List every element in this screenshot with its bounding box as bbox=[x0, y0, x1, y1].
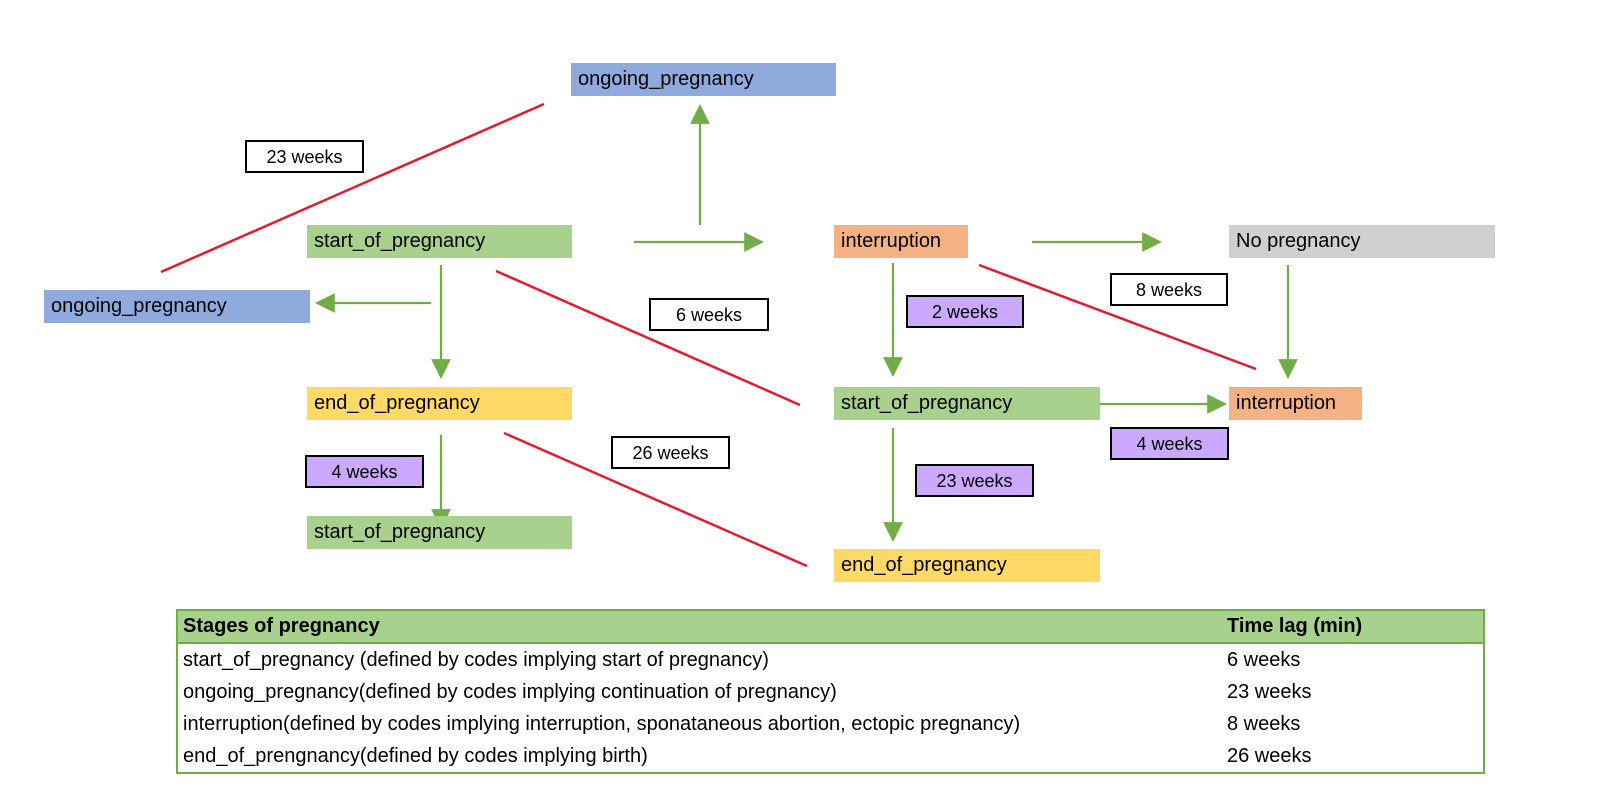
table-cell-lag: 6 weeks bbox=[1227, 649, 1301, 671]
lag-box-6-weeks: 6 weeks bbox=[649, 298, 769, 331]
table-row: start_of_pregnancy (defined by codes imp… bbox=[178, 644, 1483, 676]
table-cell-stage: start_of_pregnancy (defined by codes imp… bbox=[183, 649, 769, 671]
node-end-of-pregnancy-left: end_of_pregnancy bbox=[307, 387, 572, 420]
table-cell-lag: 26 weeks bbox=[1227, 745, 1312, 767]
node-interruption-right: interruption bbox=[1229, 387, 1362, 420]
table-cell-stage: end_of_prengnancy(defined by codes imply… bbox=[183, 745, 648, 767]
node-start-of-pregnancy-bottom-left: start_of_pregnancy bbox=[307, 516, 572, 549]
table-cell-lag: 23 weeks bbox=[1227, 681, 1312, 703]
lag-box-26-weeks: 26 weeks bbox=[611, 436, 730, 469]
table-header: Stages of pregnancy Time lag (min) bbox=[178, 611, 1483, 644]
table-row: interruption(defined by codes implying i… bbox=[178, 708, 1483, 740]
lag-line-8-weeks bbox=[978, 263, 1257, 371]
node-ongoing-pregnancy-top: ongoing_pregnancy bbox=[571, 63, 836, 96]
header-time-lag: Time lag (min) bbox=[1227, 615, 1363, 637]
lag-box-4-weeks-left: 4 weeks bbox=[305, 455, 424, 488]
table-row: ongoing_pregnancy(defined by codes imply… bbox=[178, 676, 1483, 708]
node-end-of-pregnancy-mid: end_of_pregnancy bbox=[834, 549, 1100, 582]
table-row: end_of_prengnancy(defined by codes imply… bbox=[178, 740, 1483, 772]
table-cell-stage: interruption(defined by codes implying i… bbox=[183, 713, 1021, 735]
node-no-pregnancy: No pregnancy bbox=[1229, 225, 1495, 258]
node-start-of-pregnancy-left: start_of_pregnancy bbox=[307, 225, 572, 258]
node-start-of-pregnancy-mid: start_of_pregnancy bbox=[834, 387, 1100, 420]
lag-box-2-weeks: 2 weeks bbox=[906, 295, 1024, 328]
lag-line-26-weeks bbox=[503, 431, 808, 568]
header-stages: Stages of pregnancy bbox=[183, 615, 380, 637]
node-ongoing-pregnancy-left: ongoing_pregnancy bbox=[44, 290, 310, 323]
lag-box-8-weeks: 8 weeks bbox=[1110, 273, 1228, 306]
lag-box-4-weeks-right: 4 weeks bbox=[1110, 427, 1229, 460]
table-cell-lag: 8 weeks bbox=[1227, 713, 1301, 735]
node-interruption-mid: interruption bbox=[834, 225, 968, 258]
lag-box-23-weeks-mid: 23 weeks bbox=[915, 464, 1034, 497]
table-cell-stage: ongoing_pregnancy(defined by codes imply… bbox=[183, 681, 837, 703]
stages-table: Stages of pregnancy Time lag (min) start… bbox=[176, 609, 1485, 774]
lag-line-6-weeks bbox=[495, 269, 801, 407]
lag-box-23-weeks-top: 23 weeks bbox=[245, 140, 364, 173]
lag-line-23-weeks bbox=[160, 102, 545, 274]
